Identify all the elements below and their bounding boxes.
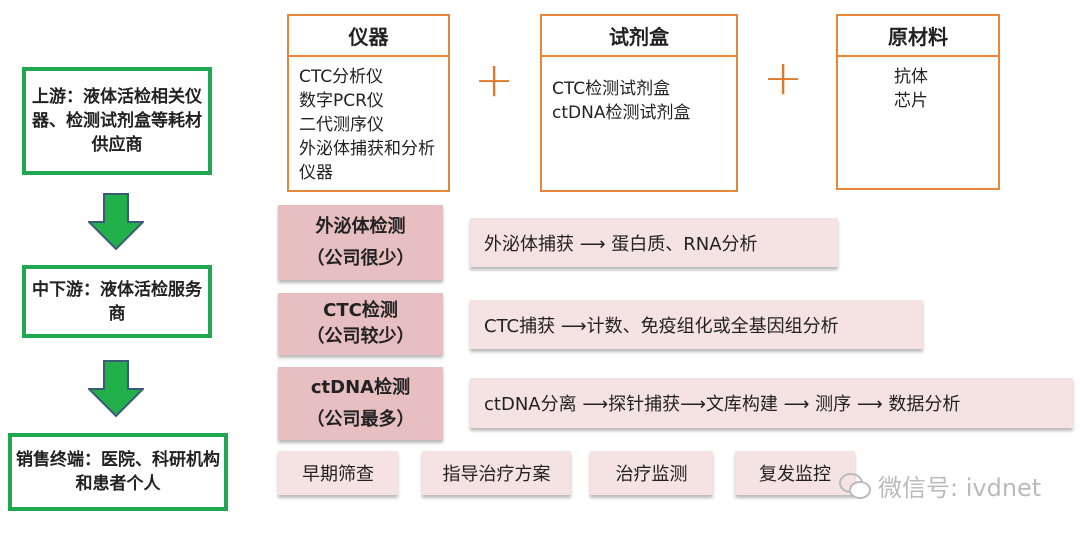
application-item: 治疗监测 <box>590 451 713 495</box>
down-arrow-icon <box>88 193 144 251</box>
chain-midstream: 中下游：液体活检服务商 <box>22 265 212 338</box>
application-item: 早期筛查 <box>278 451 398 495</box>
application-item: 指导治疗方案 <box>422 451 571 495</box>
test-flow: 外泌体捕获 ⟶ 蛋白质、RNA分析 <box>470 218 838 267</box>
down-arrow-icon <box>88 360 144 418</box>
plus-sign: + <box>474 52 515 108</box>
test-exosome: 外泌体检测 （公司很少） <box>278 205 443 280</box>
supply-materials: 原材料 抗体 芯片 <box>836 14 1000 190</box>
supply-title: 原材料 <box>838 16 998 57</box>
watermark-text: 微信号: ivdnet <box>878 474 1042 502</box>
test-name: ctDNA检测 <box>310 376 411 398</box>
supply-body: CTC分析仪 数字PCR仪 二代测序仪 外泌体捕获和分析仪器 <box>299 67 435 183</box>
test-name: CTC检测 <box>323 300 398 321</box>
chain-terminal: 销售终端：医院、科研机构和患者个人 <box>8 433 228 511</box>
test-note: （公司很少） <box>306 247 415 269</box>
test-flow: ctDNA分离 ⟶探针捕获⟶文库构建 ⟶ 测序 ⟶ 数据分析 <box>470 378 1073 428</box>
supply-body: 抗体 芯片 <box>894 67 928 111</box>
test-note: （公司较少） <box>306 326 415 347</box>
test-ctdna: ctDNA检测 （公司最多） <box>278 367 443 440</box>
application-item: 复发监控 <box>735 451 855 495</box>
supply-title: 试剂盒 <box>542 16 736 57</box>
supply-instruments: 仪器 CTC分析仪 数字PCR仪 二代测序仪 外泌体捕获和分析仪器 <box>287 14 450 192</box>
test-flow: CTC捕获 ⟶计数、免疫组化或全基因组分析 <box>470 300 923 349</box>
wechat-icon <box>839 472 871 499</box>
supply-body: CTC检测试剂盒 ctDNA检测试剂盒 <box>552 79 691 123</box>
supply-kits: 试剂盒 CTC检测试剂盒 ctDNA检测试剂盒 <box>540 14 738 192</box>
plus-sign: + <box>763 50 804 106</box>
test-note: （公司最多） <box>306 408 415 430</box>
test-name: 外泌体检测 <box>315 215 406 237</box>
test-ctc: CTC检测 （公司较少） <box>278 293 443 355</box>
chain-upstream: 上游：液体活检相关仪器、检测试剂盒等耗材供应商 <box>22 67 212 175</box>
supply-title: 仪器 <box>289 16 448 57</box>
watermark: 微信号: ivdnet <box>838 468 1041 503</box>
